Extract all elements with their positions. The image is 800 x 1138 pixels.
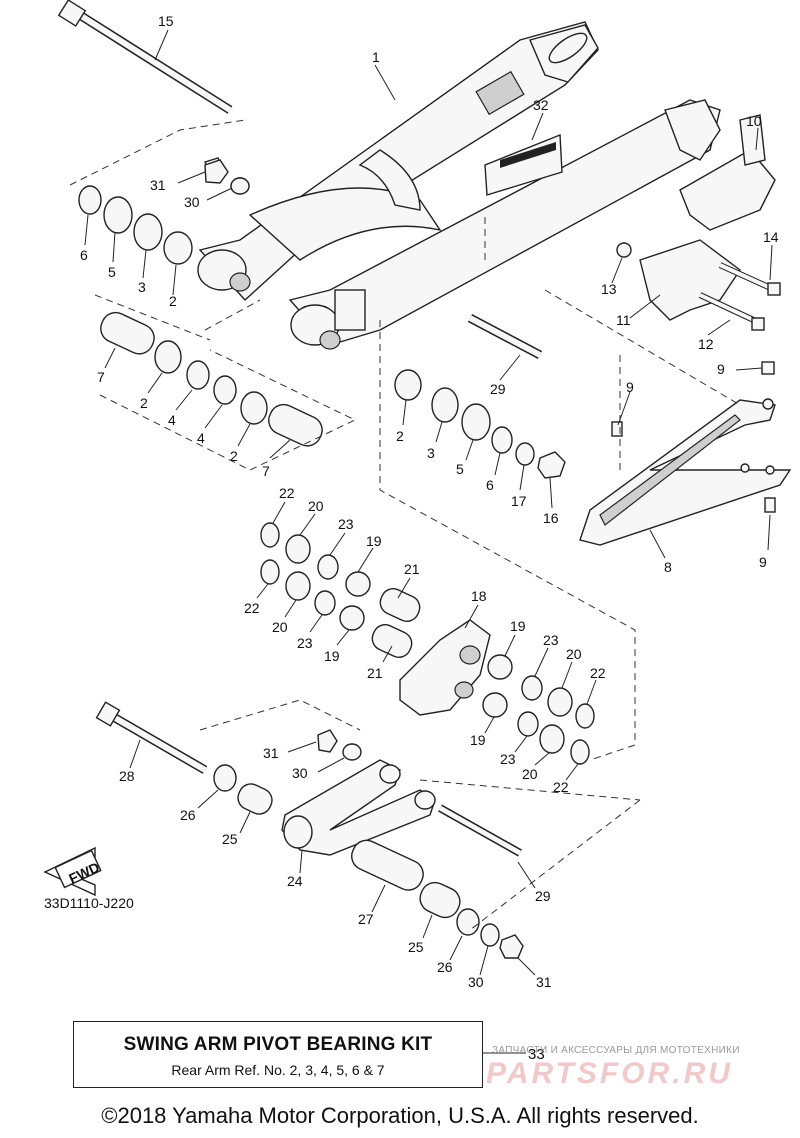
callout-5: 5 xyxy=(108,264,116,280)
callout-20: 20 xyxy=(308,498,324,514)
callout-30: 30 xyxy=(184,194,200,210)
leader-lines xyxy=(84,29,773,976)
figure-code: 33D1110-J220 xyxy=(44,895,134,911)
callout-29: 29 xyxy=(535,888,551,904)
nut-washer-top xyxy=(204,159,250,195)
callout-20: 20 xyxy=(522,766,538,782)
callout-31: 31 xyxy=(536,974,552,990)
callout-30: 30 xyxy=(468,974,484,990)
bearing-row-right xyxy=(394,369,566,479)
callout-23: 23 xyxy=(500,751,516,767)
callout-18: 18 xyxy=(471,588,487,604)
callout-19: 19 xyxy=(470,732,486,748)
callout-22: 22 xyxy=(279,485,295,501)
callout-32: 32 xyxy=(533,97,549,113)
callout-23: 23 xyxy=(297,635,313,651)
callout-3: 3 xyxy=(138,279,146,295)
relay-bolt xyxy=(95,701,208,774)
callout-2: 2 xyxy=(140,395,148,411)
callout-11: 11 xyxy=(616,312,631,328)
callout-19: 19 xyxy=(366,533,382,549)
callout-13: 13 xyxy=(601,281,617,297)
callout-14: 14 xyxy=(763,229,779,245)
copyright-notice: ©2018 Yamaha Motor Corporation, U.S.A. A… xyxy=(101,1103,699,1128)
callout-22: 22 xyxy=(553,779,569,795)
callout-10: 10 xyxy=(746,113,762,129)
callout-20: 20 xyxy=(566,646,582,662)
callout-26: 26 xyxy=(180,807,196,823)
callout-27: 27 xyxy=(358,911,374,927)
callout-30: 30 xyxy=(292,765,308,781)
callout-15: 15 xyxy=(158,13,174,29)
bolts xyxy=(616,242,781,331)
fwd-arrow-icon: FWD xyxy=(43,846,102,897)
callout-21: 21 xyxy=(404,561,420,577)
bearing-row xyxy=(100,311,323,447)
callout-8: 8 xyxy=(664,559,672,575)
callout-labels: 1 15 32 10 31 30 6 5 3 2 14 13 11 12 7 2… xyxy=(80,13,779,990)
bearing-stack-left xyxy=(78,157,250,265)
callout-16: 16 xyxy=(543,510,559,526)
callout-2: 2 xyxy=(396,428,404,444)
callout-21: 21 xyxy=(367,665,383,681)
callout-25: 25 xyxy=(222,831,238,847)
callout-2: 2 xyxy=(169,293,177,309)
callout-26: 26 xyxy=(437,959,453,975)
callout-17: 17 xyxy=(511,493,527,509)
relay-seals xyxy=(260,522,595,765)
callout-7: 7 xyxy=(262,463,270,479)
callout-19: 19 xyxy=(324,648,340,664)
relay-arm xyxy=(339,571,513,718)
chain-slider xyxy=(579,398,792,546)
reference-lines xyxy=(69,119,741,931)
callout-31: 31 xyxy=(263,745,279,761)
callout-2: 2 xyxy=(230,448,238,464)
callout-19: 19 xyxy=(510,618,526,634)
callout-12: 12 xyxy=(698,336,714,352)
kit-subtitle: Rear Arm Ref. No. 2, 3, 4, 5, 6 & 7 xyxy=(171,1062,385,1078)
bearing-kit-box: SWING ARM PIVOT BEARING KIT Rear Arm Ref… xyxy=(73,1021,483,1088)
pivot-shaft xyxy=(57,0,233,114)
callout-24: 24 xyxy=(287,873,303,889)
callout-4: 4 xyxy=(168,412,176,428)
connecting-rod xyxy=(213,729,524,959)
pivot-bolt-upper xyxy=(467,314,543,359)
kit-title: SWING ARM PIVOT BEARING KIT xyxy=(123,1034,433,1055)
callout-9: 9 xyxy=(626,379,634,395)
callout-7: 7 xyxy=(97,369,105,385)
callout-6: 6 xyxy=(80,247,88,263)
callout-5: 5 xyxy=(456,461,464,477)
callout-28: 28 xyxy=(119,768,135,784)
callout-31: 31 xyxy=(150,177,166,193)
callout-22: 22 xyxy=(244,600,260,616)
kit-ref-number: 33 xyxy=(528,1046,545,1063)
watermark-brand: PARTSFOR.RU xyxy=(486,1057,733,1090)
swing-arm xyxy=(197,21,721,350)
callout-22: 22 xyxy=(590,665,606,681)
callout-6: 6 xyxy=(486,477,494,493)
callout-23: 23 xyxy=(338,516,354,532)
pivot-bolt-lower xyxy=(438,804,522,857)
callout-3: 3 xyxy=(427,445,435,461)
decal xyxy=(484,133,563,196)
callout-9: 9 xyxy=(759,554,767,570)
callout-9: 9 xyxy=(717,361,725,377)
callout-4: 4 xyxy=(197,430,205,446)
callout-20: 20 xyxy=(272,619,288,635)
watermark-tagline: ЗАПЧАСТИ И АКСЕССУАРЫ ДЛЯ МОТОТЕХНИКИ xyxy=(492,1045,740,1056)
callout-29: 29 xyxy=(490,381,506,397)
callout-1: 1 xyxy=(372,49,380,65)
callout-23: 23 xyxy=(543,632,559,648)
callout-25: 25 xyxy=(408,939,424,955)
